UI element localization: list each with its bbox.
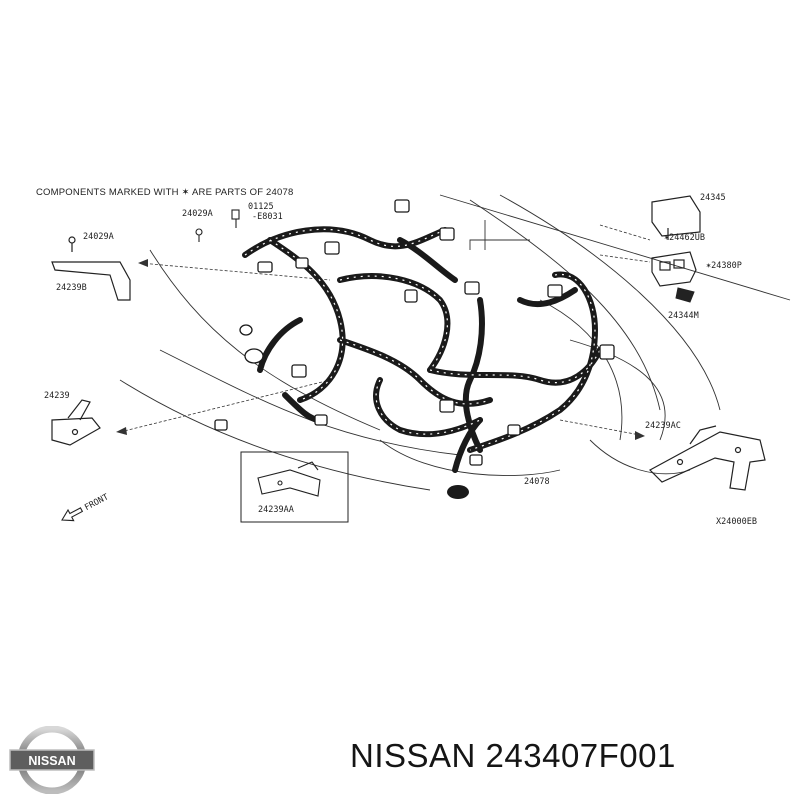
- components-note: COMPONENTS MARKED WITH ✶ ARE PARTS OF 24…: [36, 187, 293, 198]
- arrow-heads: [116, 259, 645, 440]
- nissan-logo-icon: NISSAN: [9, 726, 95, 794]
- bolt-part: [195, 209, 240, 242]
- label-24029A-top: 24029A: [182, 209, 213, 219]
- harness-connectors: [214, 199, 615, 466]
- relay-24345: [651, 195, 701, 240]
- label-24239AA: 24239AA: [258, 505, 294, 515]
- fuse-block-24380P: [651, 251, 697, 287]
- label-24239B: 24239B: [56, 283, 87, 293]
- label-24029A-left: 24029A: [83, 232, 114, 242]
- label-E8031: -E8031: [252, 212, 283, 222]
- figure-code: X24000EB: [716, 517, 757, 527]
- leader-arrows: [119, 224, 651, 436]
- bracket-24239: [51, 399, 101, 446]
- label-24344M: 24344M: [668, 311, 699, 321]
- part-number-caption: NISSAN 243407F001: [350, 737, 676, 774]
- clip-24344M: [675, 287, 695, 303]
- front-label: FRONT: [83, 492, 110, 513]
- front-arrow-icon: FRONT: [61, 492, 110, 522]
- label-01125: 01125: [248, 202, 274, 212]
- label-24239AC: 24239AC: [645, 421, 681, 431]
- bracket-24239B: [51, 236, 131, 301]
- bracket-24239AA: [257, 461, 321, 497]
- bracket-24239AC: [649, 425, 766, 491]
- label-24078: 24078: [524, 477, 550, 487]
- label-24462UB: ✶24462UB: [664, 233, 705, 243]
- label-24380P: ✶24380P: [706, 261, 742, 271]
- inset-box: [240, 451, 349, 523]
- grommet: [447, 485, 469, 499]
- guide-lines: [119, 194, 791, 491]
- label-24239: 24239: [44, 391, 70, 401]
- brand-text: NISSAN: [28, 754, 75, 768]
- label-24345: 24345: [700, 193, 726, 203]
